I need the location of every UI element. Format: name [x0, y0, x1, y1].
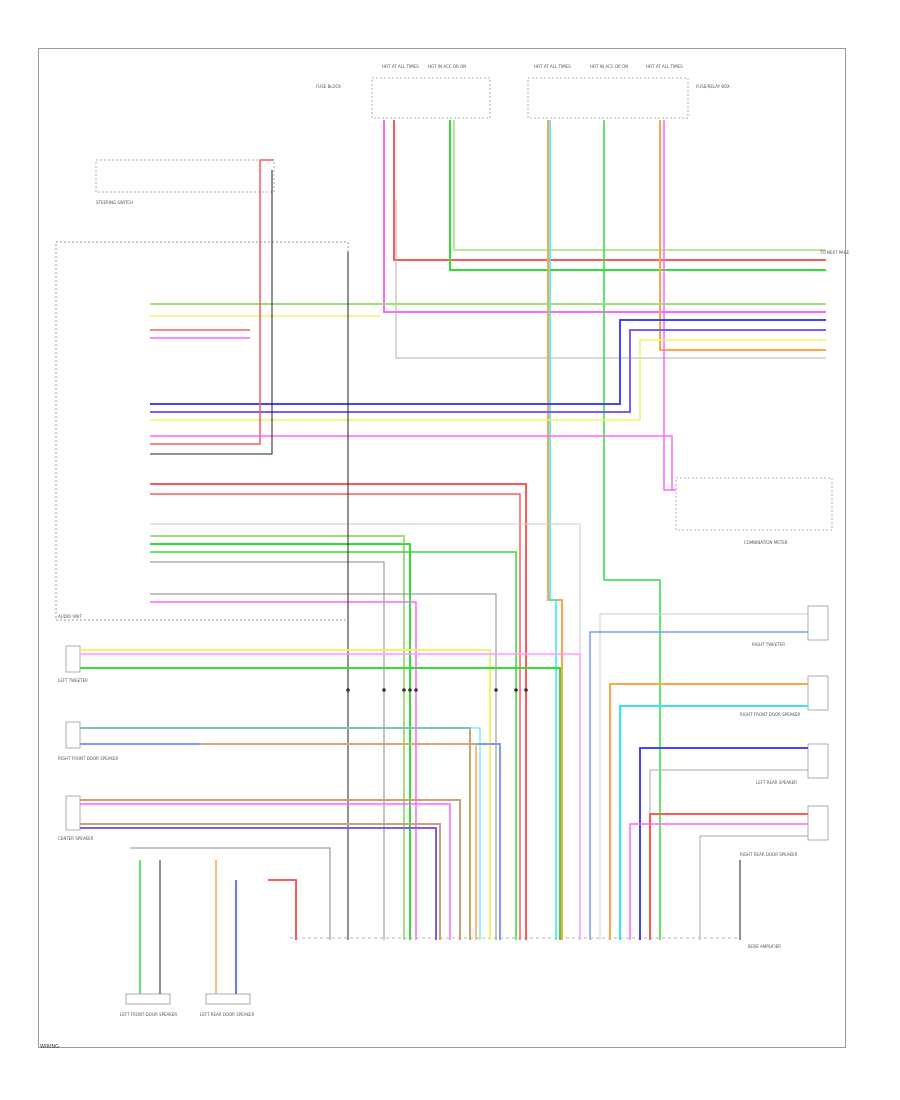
right-tweeter-box [807, 605, 829, 641]
steering-switch-box [95, 159, 275, 193]
left-tweeter-label: LEFT TWEETER [58, 678, 88, 683]
wire-blue-1 [150, 319, 826, 405]
left-rear-label: LEFT REAR SPEAKER [756, 780, 797, 785]
wire-red-top [393, 120, 826, 261]
audio-unit-box [55, 241, 349, 621]
audio-unit-label: AUDIO UNIT [58, 614, 82, 619]
bose-amp-label: BOSE AMPLIFIER [748, 944, 781, 949]
right-front-door-label: RIGHT FRONT DOOR SPEAKER [58, 756, 119, 761]
wire-pink-cs [80, 803, 451, 940]
wire-red-4 [150, 493, 521, 940]
page-id: WIRING [40, 1044, 59, 1050]
center-speaker-box [65, 795, 81, 831]
wire-grey-top [395, 200, 826, 359]
wire-black-1 [150, 170, 273, 455]
right-rear-speaker-box [807, 743, 829, 779]
wire-red-2 [150, 159, 274, 445]
wire-green-3 [150, 551, 517, 940]
diagram-frame [38, 48, 846, 1048]
wire-lightgreen-2 [150, 535, 405, 940]
left-front-door-box [125, 993, 171, 1005]
combination-meter-box [675, 477, 833, 531]
steering-switch-label: STEERING SWITCH [96, 200, 134, 205]
wire-grey-3 [150, 561, 385, 940]
wire-red-3 [150, 483, 527, 940]
fuse-caption-right: FUSE/RELAY BOX [696, 84, 730, 89]
wire-grey-lr [699, 835, 808, 940]
wire-cyan-top [549, 120, 557, 940]
fuse-box-left [371, 77, 491, 119]
wire-pink-top [383, 120, 826, 313]
wire-pink-2 [150, 435, 673, 490]
fuse-block-2-label: HOT IN ACC OR ON [428, 64, 467, 69]
wire-green-top2 [603, 120, 661, 940]
right-front-label: RIGHT FRONT DOOR SPEAKER [740, 712, 801, 717]
wire-red-lr [649, 813, 808, 940]
center-speaker-label: CENTER SPEAKER [58, 836, 94, 841]
left-tweeter-box [65, 645, 81, 673]
wire-yellow-2 [150, 339, 826, 421]
to-next-page-label: TO NEXT PAGE [820, 250, 850, 255]
wire-green-top [449, 120, 826, 271]
wire-red-b [268, 879, 297, 940]
wire-yellow-lt [80, 649, 491, 940]
fuse-caption-left: FUSE BLOCK [316, 84, 341, 89]
wire-blue-rt [589, 631, 808, 940]
wire-grey-rt [599, 613, 808, 940]
wire-green-lt [80, 667, 561, 940]
wire-cyan-rf [80, 727, 481, 940]
fuse-box-right [527, 77, 689, 119]
wire-orange-top2 [659, 120, 826, 351]
fuse-block-5-label: HOT AT ALL TIMES [646, 64, 683, 69]
right-front-speaker-box [807, 675, 829, 711]
wire-blue-rrr [639, 747, 808, 940]
fuse-block-4-label: HOT IN ACC OR ON [590, 64, 629, 69]
wire-orange-rf [200, 743, 477, 940]
fuse-block-1-label: HOT AT ALL TIMES [382, 64, 419, 69]
left-front-door-label: LEFT FRONT DOOR SPEAKER [120, 1012, 178, 1017]
wire-purple-cs [80, 827, 437, 940]
fuse-block-3-label: HOT AT ALL TIMES [534, 64, 571, 69]
wire-grey-4 [150, 593, 497, 940]
wire-lightgreen-top [453, 120, 826, 251]
wire-pink-3 [150, 601, 417, 940]
right-rear-label: RIGHT REAR DOOR SPEAKER [740, 852, 798, 857]
combination-meter-label: COMBINATION METER [744, 540, 788, 545]
right-front-door-box [65, 721, 81, 749]
wire-cyan-rfr [619, 705, 808, 940]
wire-purple-1 [150, 329, 826, 413]
left-rear-door-box [205, 993, 251, 1005]
wire-orange-rfr [609, 683, 808, 940]
right-tweeter-label: RIGHT TWEETER [752, 642, 785, 647]
wire-pink-lt [80, 653, 581, 940]
splice-dots [346, 688, 528, 692]
wire-pink-lr [629, 823, 808, 940]
wire-green-2 [150, 543, 411, 940]
left-rear-speaker-box [807, 805, 829, 841]
left-rear-door-label: LEFT REAR DOOR SPEAKER [200, 1012, 255, 1017]
wire-brown-cs [80, 799, 461, 940]
wire-tan-rf [80, 727, 471, 940]
wire-tan-cs [80, 823, 441, 940]
wire-grey-cs [130, 847, 331, 940]
